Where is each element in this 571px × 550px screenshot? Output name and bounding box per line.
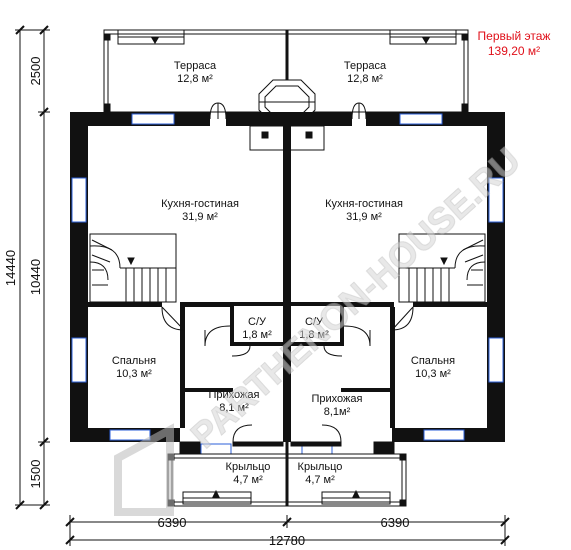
- room-name-kitchen-right: Кухня-гостиная: [325, 198, 403, 210]
- floor-area: 139,20 м²: [488, 44, 540, 58]
- room-name-bedroom-left: Спальня: [112, 355, 156, 367]
- room-area-wc-left: 1,8 м²: [242, 329, 272, 341]
- room-name-wc-left: С/У: [248, 316, 267, 328]
- room-name-terrace-left: Терраса: [174, 60, 217, 72]
- porches: [167, 424, 407, 507]
- dimension-ticks: [15, 25, 510, 545]
- room-area-hall-right: 8,1м²: [324, 406, 351, 418]
- dim-middle: 10440: [28, 259, 43, 295]
- terrace-doors: [209, 102, 367, 120]
- dim-left-width: 6390: [158, 515, 187, 530]
- room-area-hall-left: 8,1 м²: [219, 402, 249, 414]
- room-area-porch-right: 4,7 м²: [305, 474, 335, 486]
- room-labels: Терраса 12,8 м² Терраса 12,8 м² Кухня-го…: [112, 60, 455, 486]
- dim-total-height: 14440: [3, 250, 18, 286]
- staircase-right: [398, 233, 486, 303]
- room-area-kitchen-right: 31,9 м²: [346, 211, 382, 223]
- interior-walls: [88, 302, 487, 428]
- room-name-terrace-right: Терраса: [344, 60, 387, 72]
- room-name-hall-right: Прихожая: [312, 393, 363, 405]
- exterior-walls: [70, 112, 505, 442]
- floor-title: Первый этаж: [478, 29, 551, 43]
- room-area-porch-left: 4,7 м²: [233, 474, 263, 486]
- room-name-kitchen-left: Кухня-гостиная: [161, 198, 239, 210]
- room-name-wc-right: С/У: [305, 316, 324, 328]
- dim-bottom: 1500: [28, 460, 43, 489]
- room-area-terrace-left: 12,8 м²: [177, 73, 213, 85]
- room-name-porch-left: Крыльцо: [226, 461, 271, 473]
- room-name-porch-right: Крыльцо: [298, 461, 343, 473]
- room-area-bedroom-left: 10,3 м²: [116, 368, 152, 380]
- watermark-text: PARTHENON-HOUSE.RU: [183, 140, 528, 456]
- room-area-wc-right: 1,8 м²: [299, 329, 329, 341]
- room-name-bedroom-right: Спальня: [411, 355, 455, 367]
- dim-top: 2500: [28, 57, 43, 86]
- room-area-kitchen-left: 31,9 м²: [182, 211, 218, 223]
- staircase-left: [89, 233, 177, 303]
- dim-right-width: 6390: [381, 515, 410, 530]
- room-area-terrace-right: 12,8 м²: [347, 73, 383, 85]
- room-name-hall-left: Прихожая: [209, 389, 260, 401]
- dim-total-width: 12780: [269, 533, 305, 548]
- interior-doors: [161, 306, 414, 357]
- room-area-bedroom-right: 10,3 м²: [415, 368, 451, 380]
